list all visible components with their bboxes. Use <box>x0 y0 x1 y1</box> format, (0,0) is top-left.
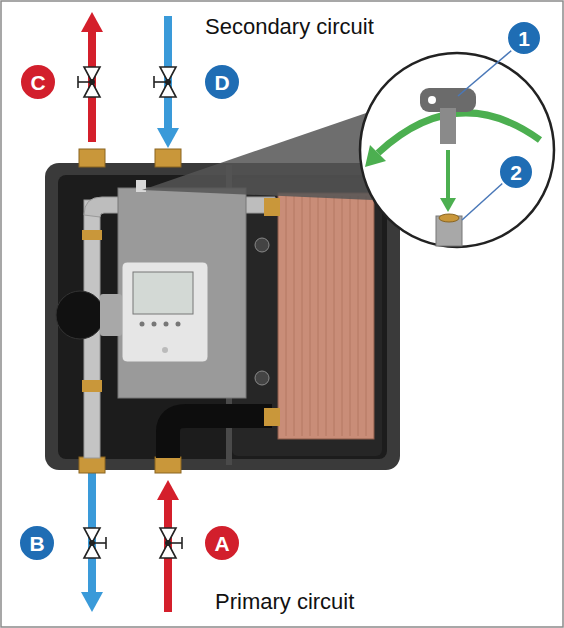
brass-fitting <box>82 380 102 392</box>
controller-led <box>162 347 168 353</box>
vent-key-shaft <box>440 108 456 144</box>
leader-line <box>462 182 504 220</box>
node-circle <box>19 525 55 561</box>
controller-button <box>164 322 169 327</box>
port-letter: D <box>203 63 241 101</box>
brass-fitting <box>79 149 105 167</box>
detail-magnifier <box>360 53 554 247</box>
brass-fitting <box>264 198 280 216</box>
port-letter: B <box>18 524 56 562</box>
plate-heat-exchanger <box>278 193 374 439</box>
screw <box>255 238 269 252</box>
screw <box>255 371 269 385</box>
pump <box>56 291 104 339</box>
air-vent <box>136 180 146 192</box>
turn-arrowhead <box>365 145 386 167</box>
shutoff-valve <box>78 67 100 97</box>
circuit-label: Secondary circuit <box>205 14 374 40</box>
flow-arrowhead <box>157 128 179 148</box>
mounting-plate <box>118 188 246 398</box>
node-circle <box>20 64 56 100</box>
brass-fitting <box>155 457 181 473</box>
port-letter: C <box>19 63 57 101</box>
controller-button <box>140 322 145 327</box>
node-text: B <box>18 524 56 562</box>
controller-button <box>176 322 181 327</box>
insulated-pipe <box>168 416 272 458</box>
circuit-label: Primary circuit <box>215 589 354 615</box>
controller <box>122 262 208 362</box>
node-text: C <box>19 63 57 101</box>
controller-button <box>152 322 157 327</box>
node-text: 1 <box>506 20 542 56</box>
housing-inner <box>58 175 387 459</box>
insert-arrow <box>446 150 450 200</box>
turn-arrow <box>378 113 540 153</box>
pump-motor <box>100 294 122 336</box>
controller-display <box>133 272 193 314</box>
brass-fitting <box>79 457 105 473</box>
node-text: D <box>203 63 241 101</box>
insert-arrowhead <box>440 198 456 212</box>
callout-number: 2 <box>498 154 534 190</box>
callout-number: 1 <box>506 20 542 56</box>
exchanger-plates <box>286 196 366 436</box>
node-circle <box>499 155 533 189</box>
shutoff-valve <box>154 67 176 97</box>
flow-arrowhead <box>81 12 103 32</box>
brass-fitting <box>264 408 280 426</box>
node-circle <box>204 64 240 100</box>
flow-arrowhead <box>157 480 179 500</box>
brass-fitting <box>155 149 181 167</box>
vent-valve-seat <box>439 214 459 222</box>
node-text: 2 <box>498 154 534 190</box>
leader-line <box>458 50 512 96</box>
node-text: A <box>203 524 241 562</box>
insulation-housing <box>45 163 400 470</box>
node-circle <box>204 525 240 561</box>
port-letter: A <box>203 524 241 562</box>
node-circle <box>507 21 541 55</box>
flow-arrowhead <box>81 592 103 612</box>
magnifier-cone <box>142 110 375 200</box>
shutoff-valve <box>84 528 106 558</box>
shutoff-valve <box>160 528 182 558</box>
brass-fitting <box>82 230 102 240</box>
key-hole <box>428 96 436 104</box>
